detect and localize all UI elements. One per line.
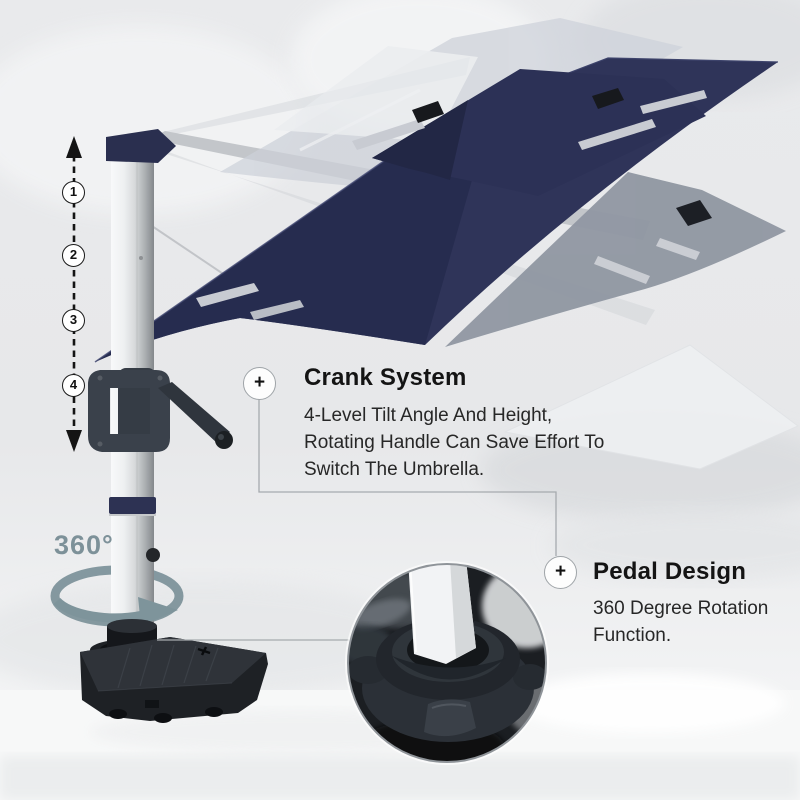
crank-handle bbox=[88, 368, 233, 452]
navy-canopy bbox=[94, 57, 779, 363]
fill-cap-mark bbox=[197, 646, 211, 656]
crank-lever bbox=[158, 382, 230, 444]
foot-pedal bbox=[424, 699, 476, 737]
rib-tip bbox=[656, 238, 700, 260]
rib-tip bbox=[196, 283, 259, 307]
pole-sleeve-band bbox=[109, 497, 156, 514]
base-foot bbox=[109, 709, 127, 719]
ghost-canopy-flat bbox=[503, 344, 799, 470]
canopy-double-top-cap bbox=[372, 69, 706, 196]
rib-connector bbox=[412, 101, 444, 123]
crank-line: Rotating Handle Can Save Effort To bbox=[304, 432, 605, 453]
arrowhead-down-icon bbox=[66, 430, 82, 452]
pedal-plus-marker-icon: + bbox=[544, 556, 577, 589]
rib-tip bbox=[578, 119, 656, 150]
magnifier-rim bbox=[347, 563, 547, 763]
rotation-arrowhead bbox=[138, 597, 178, 626]
tilt-level-4-badge: 4 bbox=[62, 374, 85, 397]
callout-line-crank-to-pedal bbox=[258, 399, 557, 556]
pedal-tab-right bbox=[513, 664, 546, 690]
rib-tip bbox=[594, 256, 650, 284]
crank-line: 4-Level Tilt Angle And Height, bbox=[304, 405, 553, 426]
tilt-level-3-badge: 3 bbox=[62, 309, 85, 332]
crank-callout: Crank System 4-Level Tilt Angle And Heig… bbox=[304, 364, 604, 483]
crank-knob bbox=[215, 431, 233, 449]
lock-knob bbox=[146, 548, 160, 562]
rotation-arrow-front bbox=[53, 597, 178, 626]
crank-plus-marker-icon: + bbox=[243, 367, 276, 400]
pedal-line: Function. bbox=[593, 625, 672, 646]
tilt-level-2-badge: 2 bbox=[62, 244, 85, 267]
pedal-magnifier-inset bbox=[345, 561, 549, 765]
rotation-360-label: 360° bbox=[54, 530, 114, 560]
rib-connector bbox=[592, 88, 624, 109]
umbrella-base bbox=[80, 619, 268, 723]
pedal-title: Pedal Design bbox=[593, 558, 747, 585]
base-foot bbox=[154, 713, 172, 723]
canopy-hub bbox=[676, 200, 712, 226]
arrowhead-up-icon bbox=[66, 136, 82, 158]
rib-tip bbox=[640, 90, 707, 114]
rib-tip bbox=[352, 119, 425, 150]
tilt-level-1-badge: 1 bbox=[62, 181, 85, 204]
lounge-chair-blur bbox=[515, 673, 785, 733]
canopy-underside bbox=[95, 122, 480, 362]
cap-underside bbox=[372, 100, 468, 180]
rib-tip bbox=[250, 300, 304, 320]
pedal-callout: Pedal Design 360 Degree Rotation Functio… bbox=[593, 558, 768, 649]
pole-top-cap bbox=[106, 129, 176, 163]
base-foot bbox=[205, 707, 223, 717]
crank-title: Crank System bbox=[304, 364, 467, 391]
pedal-line: 360 Degree Rotation bbox=[593, 598, 769, 619]
crank-line: Switch The Umbrella. bbox=[304, 459, 485, 480]
